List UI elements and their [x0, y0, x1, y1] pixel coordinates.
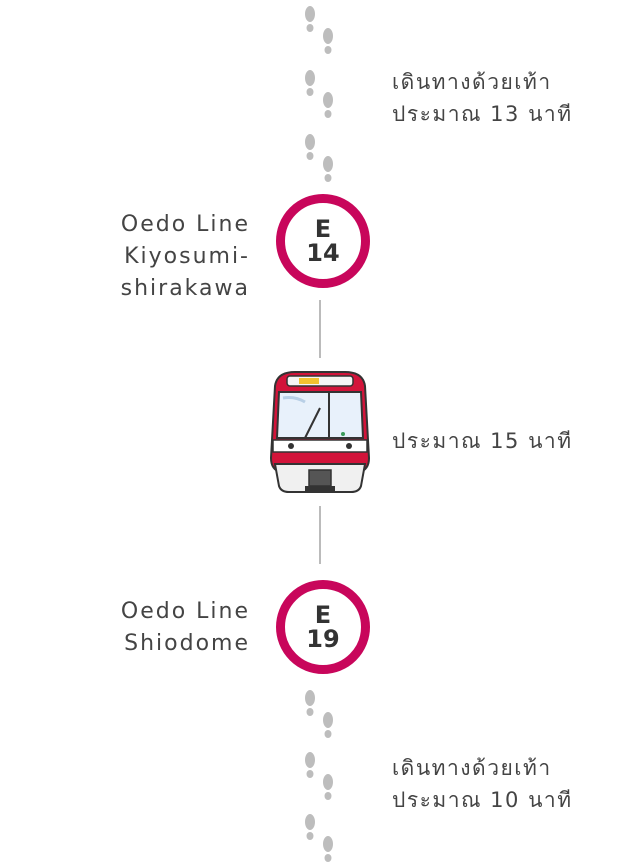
station-name-shiodome: Oedo Line Shiodome	[0, 596, 250, 660]
walk-time: ประมาณ 13 นาที	[392, 102, 573, 126]
station-badge-e19: E 19	[276, 580, 370, 674]
train-time: ประมาณ 15 นาที	[392, 429, 573, 453]
walk-time: ประมาณ 10 นาที	[392, 788, 573, 812]
subway-train-icon	[265, 368, 375, 498]
footprints-icon	[298, 4, 342, 58]
connector-line	[319, 506, 321, 564]
footprints-icon	[298, 688, 342, 742]
connector-line	[319, 300, 321, 358]
station-code-number: 14	[306, 239, 340, 267]
line-name: Oedo Line	[120, 599, 250, 624]
walk-duration-bottom: เดินทางด้วยเท้า ประมาณ 10 นาที	[392, 752, 573, 816]
footprints-icon	[298, 750, 342, 804]
station-code-letter: E	[314, 601, 332, 629]
footprints-icon	[298, 812, 342, 866]
station-code-letter: E	[314, 215, 332, 243]
station-code-number: 19	[306, 625, 340, 653]
footprints-icon	[298, 132, 342, 186]
walk-duration-top: เดินทางด้วยเท้า ประมาณ 13 นาที	[392, 66, 573, 130]
train-duration: ประมาณ 15 นาที	[392, 425, 573, 457]
station-name-line: Shiodome	[124, 631, 250, 656]
station-name-line: Kiyosumi-	[124, 244, 250, 269]
station-name-line: shirakawa	[120, 276, 250, 301]
station-badge-e14: E 14	[276, 194, 370, 288]
line-name: Oedo Line	[120, 212, 250, 237]
walk-label: เดินทางด้วยเท้า	[392, 756, 552, 780]
station-name-kiyosumi-shirakawa: Oedo Line Kiyosumi- shirakawa	[0, 209, 250, 305]
footprints-icon	[298, 68, 342, 122]
walk-label: เดินทางด้วยเท้า	[392, 70, 552, 94]
